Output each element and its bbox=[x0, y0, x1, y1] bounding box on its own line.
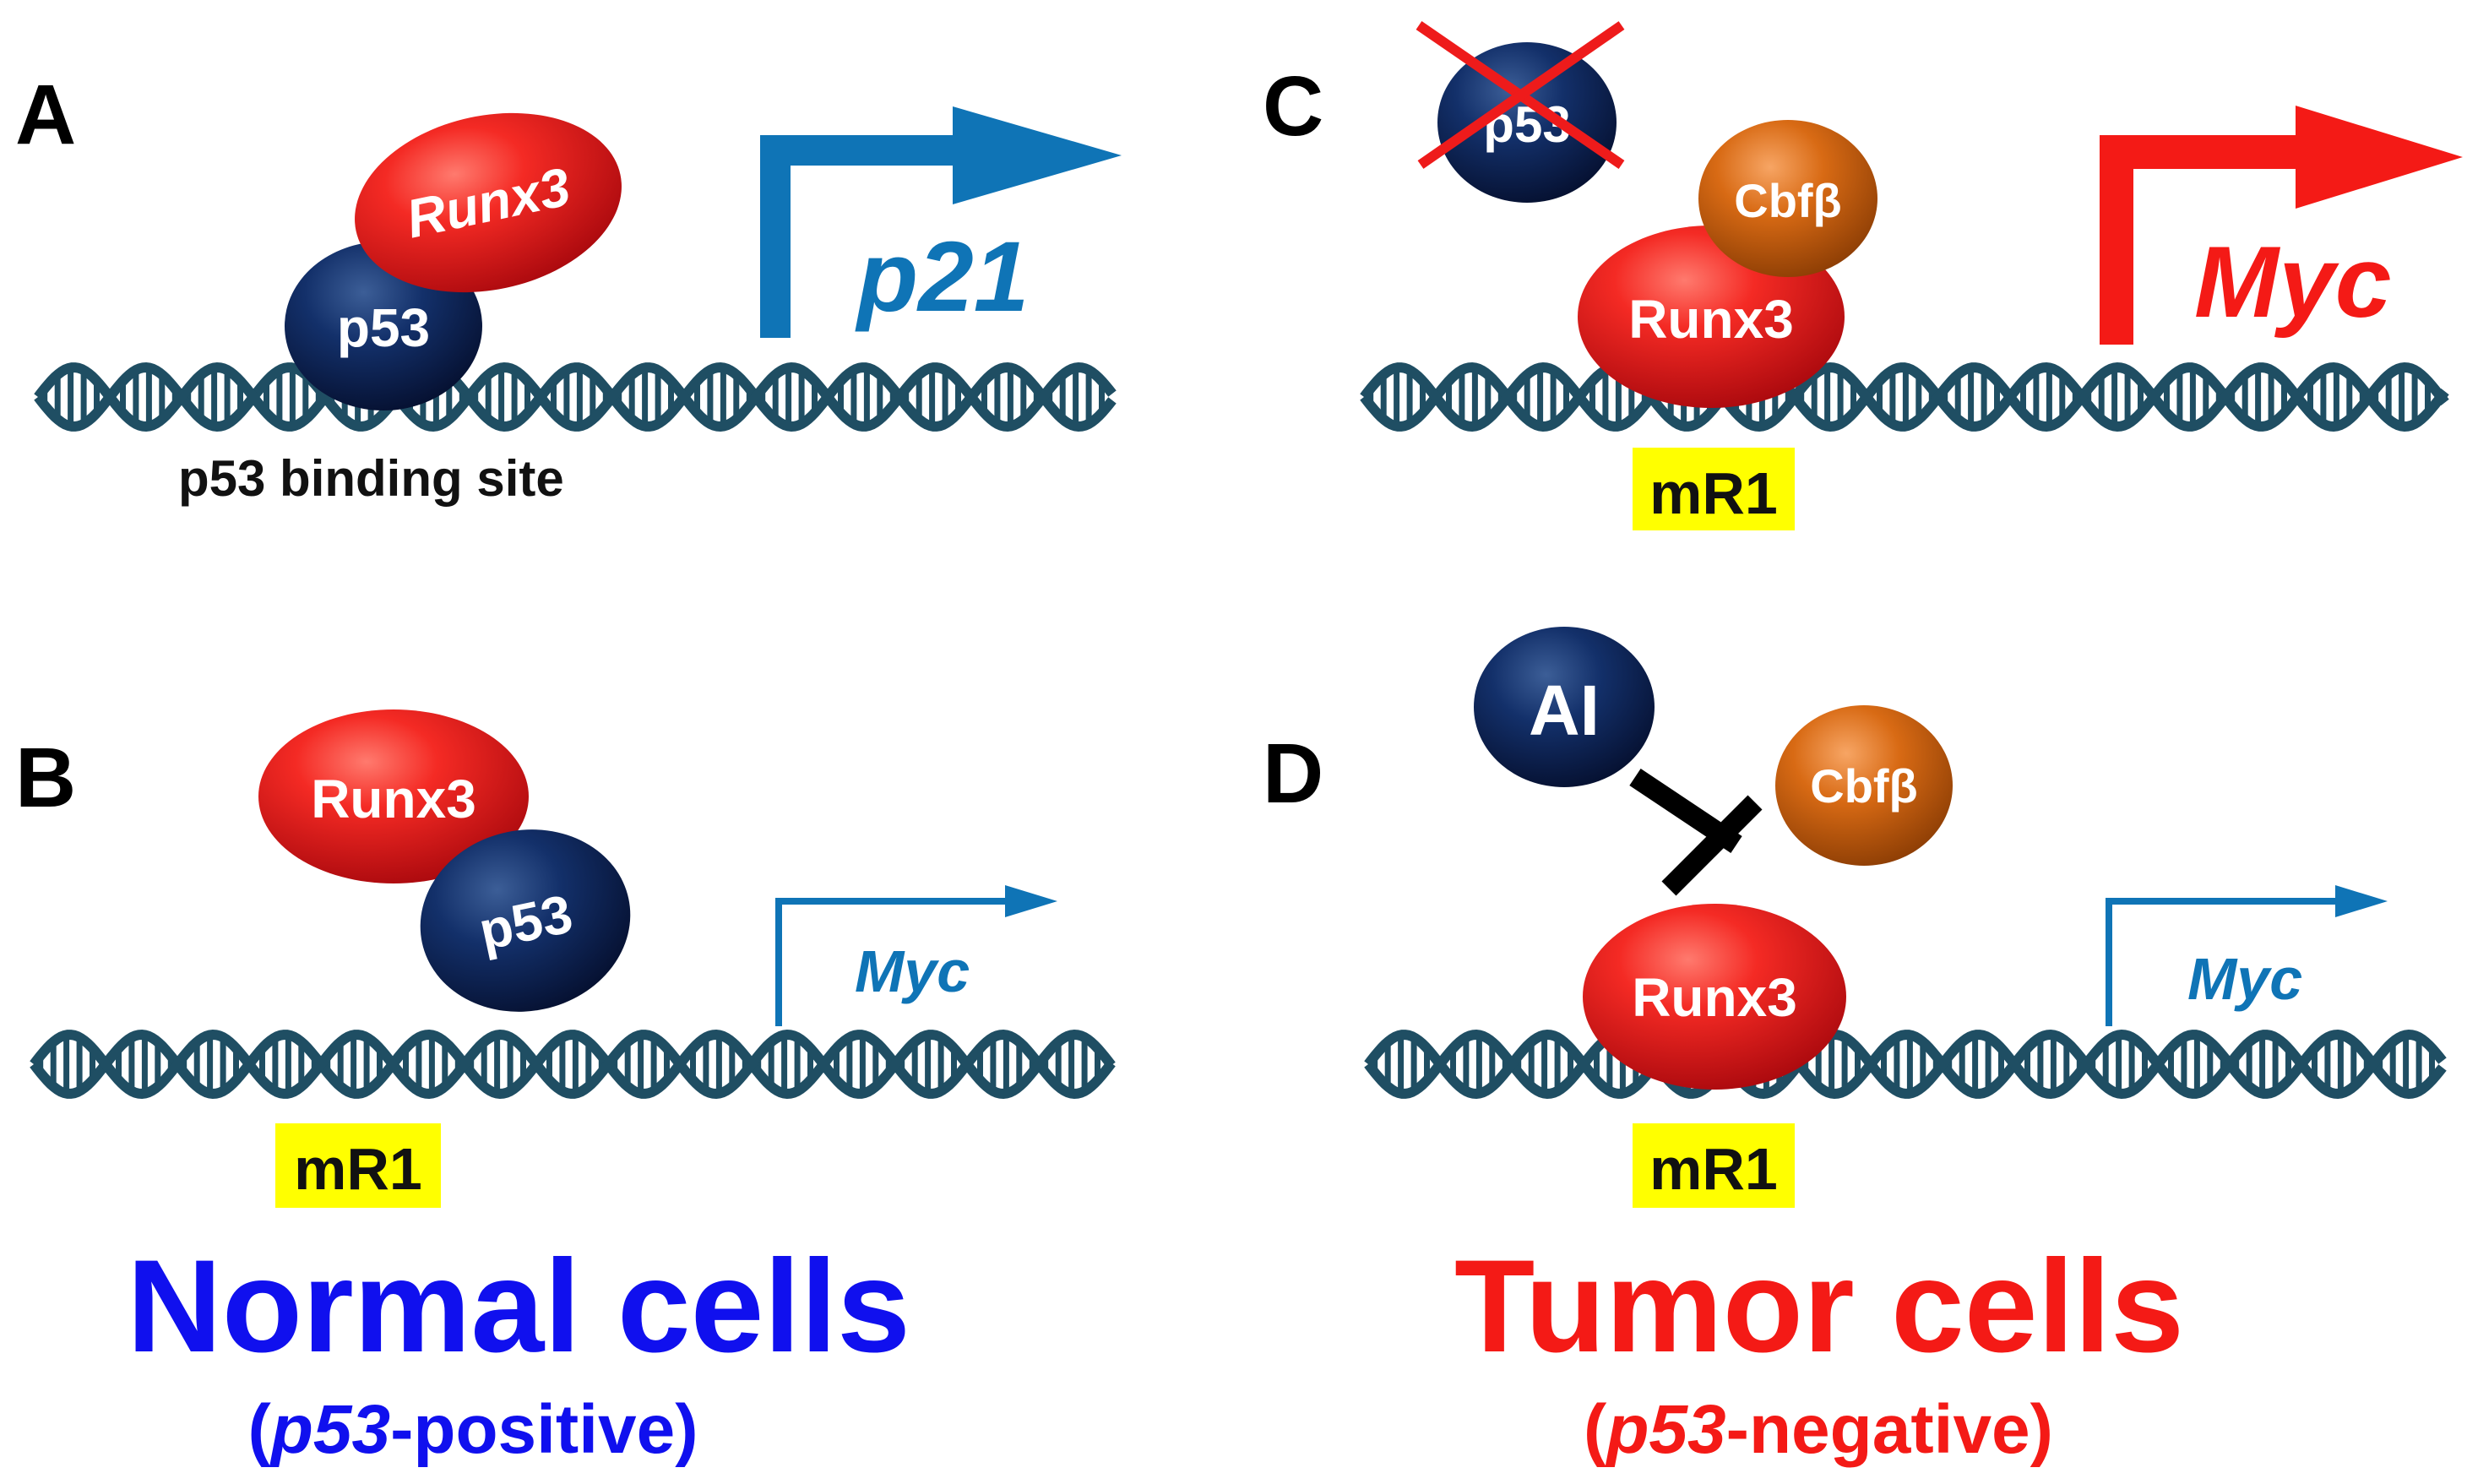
transcription-arrow-b bbox=[775, 885, 1057, 1026]
cbfb-label-c: Cbfβ bbox=[1734, 174, 1841, 227]
dna-strand-lower bbox=[1360, 361, 2449, 432]
runx3-protein-a bbox=[355, 112, 622, 293]
dna-strand-upper bbox=[1360, 361, 2449, 432]
mr1-label-c: mR1 bbox=[1649, 460, 1778, 526]
dna-helix-d bbox=[1364, 1029, 2447, 1100]
panel-letter-a: A bbox=[15, 68, 76, 162]
runx3-label-c: Runx3 bbox=[1628, 289, 1794, 350]
caption-normal-subtitle: (p53-positive) bbox=[247, 1391, 698, 1468]
gene-label-myc-c: Myc bbox=[2194, 226, 2391, 339]
caption-tumor-rest: -negative) bbox=[1726, 1391, 2053, 1468]
dna-helix-c bbox=[1360, 361, 2449, 432]
panel-letter-d: D bbox=[1263, 726, 1323, 821]
mr1-label-d: mR1 bbox=[1649, 1136, 1778, 1202]
dna-strand-upper bbox=[34, 361, 1117, 432]
p53-protein-b bbox=[420, 829, 631, 1012]
arrow-head-a bbox=[953, 106, 1122, 204]
inhibition-bar-icon bbox=[1629, 769, 1763, 896]
transcription-arrow-d bbox=[2106, 885, 2388, 1026]
dna-strand-lower bbox=[34, 361, 1117, 432]
arrow-shaft-c bbox=[2100, 135, 2310, 345]
caption-tumor-open: ( bbox=[1584, 1391, 1607, 1468]
mr1-highlight-b bbox=[275, 1123, 441, 1208]
gene-label-p21: p21 bbox=[855, 221, 1029, 333]
dna-helix-a bbox=[34, 361, 1117, 432]
panel-letter-c: C bbox=[1263, 59, 1323, 154]
caption-tumor-subtitle: (p53-negative) bbox=[1584, 1391, 2053, 1468]
cbfb-protein-d bbox=[1775, 705, 1953, 866]
dna-strand-upper bbox=[1364, 1029, 2447, 1100]
dna-helix-b bbox=[30, 1029, 1116, 1100]
arrow-head-c bbox=[2296, 106, 2463, 209]
gene-label-myc-b: Myc bbox=[855, 938, 970, 1004]
caption-normal-title: Normal cells bbox=[127, 1233, 910, 1380]
panel-b: B Runx3 p53 Myc mR1 bbox=[15, 709, 1057, 1208]
runx3-protein-b bbox=[258, 709, 529, 883]
mr1-highlight-d bbox=[1633, 1123, 1795, 1208]
panel-letter-b: B bbox=[15, 731, 76, 825]
caption-tumor-title: Tumor cells bbox=[1454, 1233, 2184, 1380]
absent-cross-icon bbox=[1416, 21, 1625, 169]
runx3-label-b: Runx3 bbox=[311, 769, 476, 829]
runx3-label-d: Runx3 bbox=[1632, 967, 1797, 1028]
cbfb-protein-c bbox=[1698, 120, 1877, 277]
panel-c: C p53 Runx3 Cbfβ Myc mR1 bbox=[1263, 21, 2463, 530]
runx3-protein-d bbox=[1583, 904, 1846, 1090]
dna-strand-lower bbox=[1364, 1029, 2447, 1100]
arrow-shaft-d bbox=[2106, 898, 2348, 1026]
caption-normal-open: ( bbox=[247, 1391, 271, 1468]
cbfb-label-d: Cbfβ bbox=[1810, 759, 1917, 813]
mr1-highlight-c bbox=[1633, 448, 1795, 530]
panel-a: A p21 p53 Runx3 p53 binding site bbox=[15, 68, 1122, 507]
p53-protein-c bbox=[1437, 42, 1617, 203]
binding-site-label-a: p53 binding site bbox=[178, 450, 564, 507]
transcription-arrow-a bbox=[760, 106, 1122, 338]
dna-strand-upper bbox=[30, 1029, 1116, 1100]
arrow-head-d bbox=[2335, 885, 2388, 917]
transcription-arrow-c bbox=[2100, 106, 2463, 345]
arrow-head-b bbox=[1005, 885, 1057, 917]
ai-label: AI bbox=[1529, 671, 1600, 750]
p53-label-a: p53 bbox=[337, 297, 430, 358]
arrow-shaft-b bbox=[775, 898, 1018, 1026]
mr1-label-b: mR1 bbox=[294, 1136, 422, 1202]
gene-label-myc-d: Myc bbox=[2187, 946, 2302, 1012]
caption-normal-rest: -positive) bbox=[390, 1391, 698, 1468]
panel-d: D AI Cbfβ Runx3 Myc mR1 bbox=[1263, 627, 2388, 1208]
caption-tumor-gene: p53 bbox=[1605, 1391, 1725, 1468]
arrow-shaft-a bbox=[760, 135, 963, 338]
dna-strand-lower bbox=[30, 1029, 1116, 1100]
ai-inhibitor bbox=[1474, 627, 1655, 787]
caption-normal-gene: p53 bbox=[269, 1391, 390, 1468]
